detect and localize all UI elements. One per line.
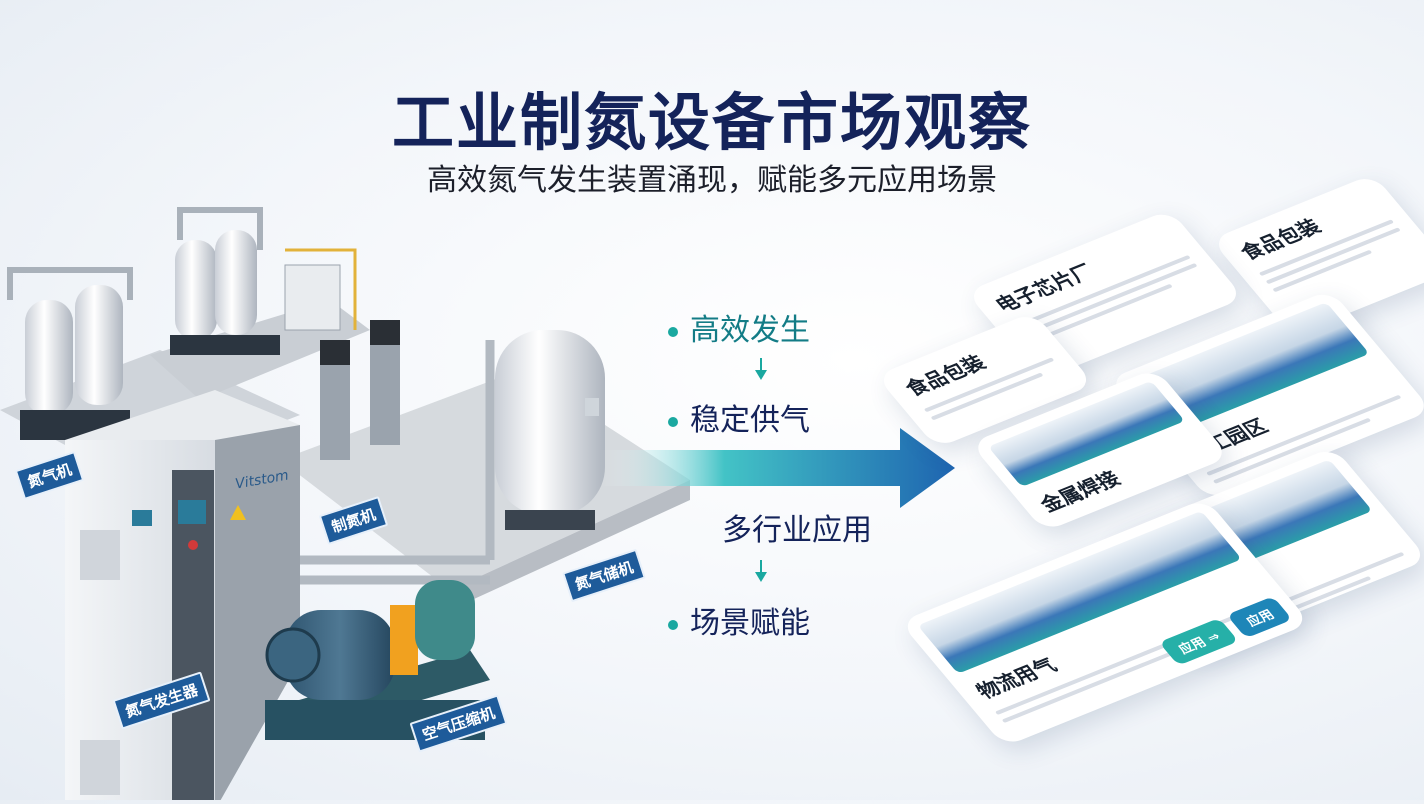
flow-arrow-icon bbox=[755, 370, 767, 380]
air-compressor-motor bbox=[285, 610, 395, 700]
flow-step-multi-industry: 多行业应用 bbox=[722, 513, 872, 548]
flow-step-efficient: 高效发生 bbox=[668, 305, 810, 349]
flow-step-empower: 场景赋能 bbox=[668, 598, 810, 642]
page-title: 工业制氮设备市场观察 bbox=[391, 86, 1032, 159]
tank bbox=[215, 230, 257, 335]
pump bbox=[370, 330, 400, 445]
big-arrow-icon bbox=[600, 428, 955, 508]
page-subtitle: 高效氮气发生装置涌现，赋能多元应用场景 bbox=[427, 163, 997, 198]
flow-arrow-icon bbox=[755, 572, 767, 582]
bullet-dot bbox=[668, 326, 678, 337]
storage-vessel bbox=[495, 330, 605, 515]
flow-connector bbox=[760, 358, 762, 370]
flow-connector bbox=[760, 560, 762, 572]
bullet-dot bbox=[668, 416, 678, 427]
equipment-illustration bbox=[0, 207, 690, 804]
flow-step-stable: 稳定供气 bbox=[668, 395, 810, 439]
tank bbox=[75, 285, 123, 405]
tank bbox=[25, 300, 73, 415]
pump bbox=[320, 350, 350, 460]
equipment-scene: 氮气机 制氮机 氮气储机 氮气发生器 空气压缩机 Vitstom bbox=[0, 180, 720, 804]
bullet-dot bbox=[668, 619, 678, 630]
tank bbox=[175, 240, 217, 340]
